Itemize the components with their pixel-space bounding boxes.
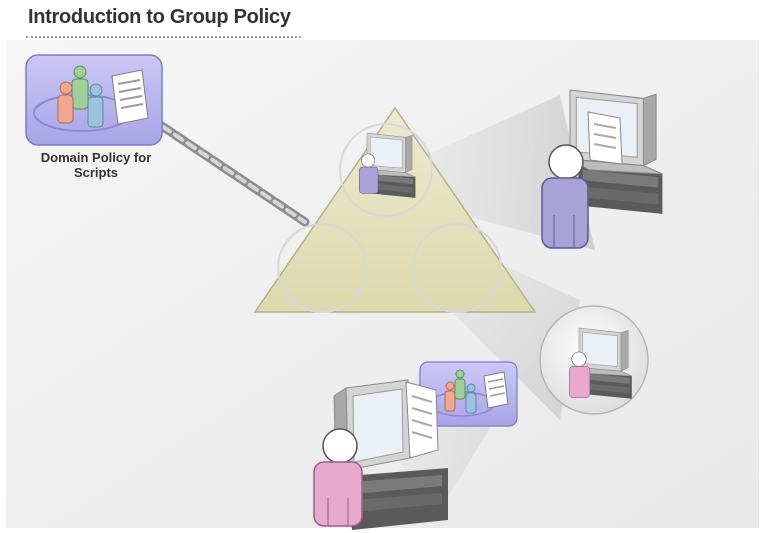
user-head-icon xyxy=(322,428,358,464)
active-directory-triangle-icon xyxy=(253,106,537,313)
domain-policy-caption: Domain Policy for Scripts xyxy=(18,150,174,180)
user-body-icon xyxy=(541,177,589,249)
domain-policy-caption-line1: Domain Policy for xyxy=(40,150,152,165)
user-body-icon xyxy=(313,461,363,527)
remote-workstation-bubble xyxy=(539,305,649,415)
user-head-icon xyxy=(548,144,584,180)
slide-title: Introduction to Group Policy xyxy=(28,6,291,28)
user-group-icon xyxy=(57,65,104,128)
domain-policy-caption-line2: Scripts xyxy=(73,165,119,180)
policy-document-icon xyxy=(111,69,149,125)
applied-policy-icon xyxy=(419,361,518,427)
chain-link-icon xyxy=(145,113,310,227)
title-underline xyxy=(26,36,301,38)
site-computer-icon xyxy=(359,132,416,199)
domain-policy-icon xyxy=(25,54,163,146)
workstation-user-pink xyxy=(313,379,448,530)
workstation-user-purple xyxy=(541,89,663,249)
